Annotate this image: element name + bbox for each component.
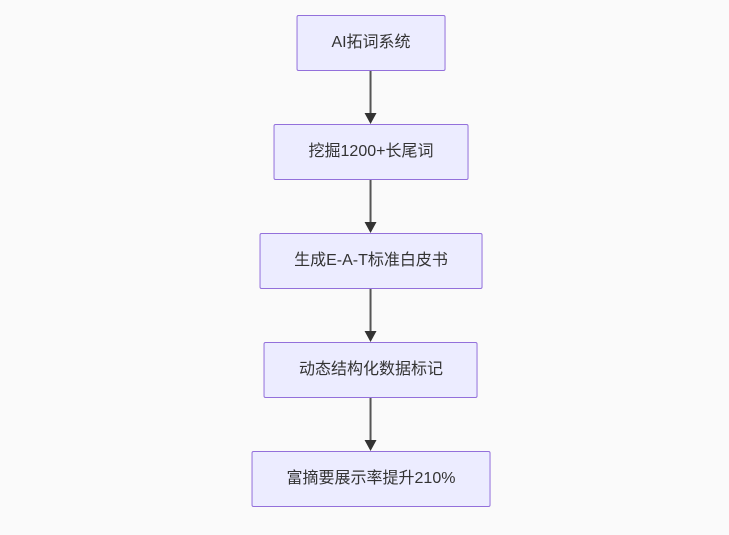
arrow-down <box>365 398 377 451</box>
arrow-line <box>370 180 372 222</box>
arrowhead-icon <box>365 222 377 233</box>
arrowhead-icon <box>365 113 377 124</box>
node-label: 动态结构化数据标记 <box>298 361 443 378</box>
arrowhead-icon <box>365 331 377 342</box>
node-label: AI拓词系统 <box>331 34 411 51</box>
arrow-line <box>370 71 372 113</box>
arrowhead-icon <box>365 440 377 451</box>
node-label: 挖掘1200+长尾词 <box>308 143 434 160</box>
arrow-down <box>365 180 377 233</box>
arrow-line <box>370 289 372 331</box>
flowchart-node-2: 挖掘1200+长尾词 <box>273 124 469 180</box>
flowchart-node-5: 富摘要展示率提升210% <box>251 451 491 507</box>
flowchart-node-1: AI拓词系统 <box>296 15 446 71</box>
flowchart-node-3: 生成E-A-T标准白皮书 <box>259 233 483 289</box>
node-label: 富摘要展示率提升210% <box>286 470 456 487</box>
flowchart-node-4: 动态结构化数据标记 <box>263 342 478 398</box>
node-label: 生成E-A-T标准白皮书 <box>294 252 448 269</box>
arrow-line <box>370 398 372 440</box>
arrow-down <box>365 71 377 124</box>
flowchart-column: AI拓词系统 挖掘1200+长尾词 生成E-A-T标准白皮书 动态结构化数据标记 <box>251 15 491 507</box>
arrow-down <box>365 289 377 342</box>
